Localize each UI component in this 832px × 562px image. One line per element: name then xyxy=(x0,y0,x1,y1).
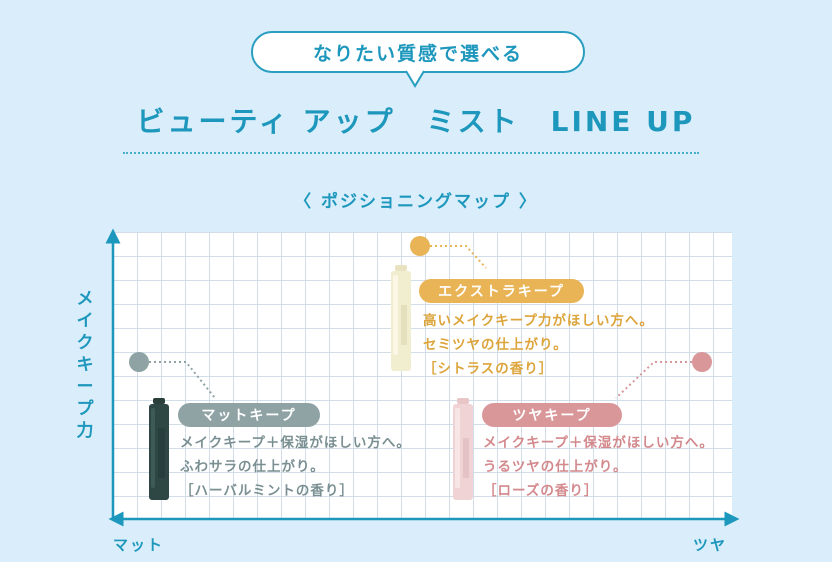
matte-keep-bottle-image xyxy=(149,398,169,500)
extra-keep-line-3: ［シトラスの香り］ xyxy=(423,361,554,377)
y-axis-label: メイクキープ力 xyxy=(76,289,94,441)
glossy-keep-line-3: ［ローズの香り］ xyxy=(483,483,599,499)
positioning-grid xyxy=(113,232,732,519)
extra-keep-marker xyxy=(410,236,430,256)
glossy-keep-line-1: メイクキープ＋保湿がほしい方へ。 xyxy=(483,435,714,451)
glossy-keep-bottle-image xyxy=(453,398,473,500)
glossy-keep-label: ツヤキープ xyxy=(482,403,622,427)
matte-keep-label: マットキープ xyxy=(178,403,320,427)
header-bubble-text: なりたい質感で選べる xyxy=(312,42,523,65)
glossy-keep-description: メイクキープ＋保湿がほしい方へ。 うるツヤの仕上がり。 ［ローズの香り］ xyxy=(483,431,714,503)
glossy-keep-marker xyxy=(692,352,712,372)
leader-matte-keep xyxy=(149,361,216,399)
matte-keep-line-1: メイクキープ＋保湿がほしい方へ。 xyxy=(180,435,411,451)
extra-keep-bottle-image xyxy=(391,265,411,371)
glossy-keep-line-2: うるツヤの仕上がり。 xyxy=(483,459,628,475)
title-divider xyxy=(123,152,699,154)
x-axis-label-glossy: ツヤ xyxy=(693,536,728,554)
leader-extra-keep xyxy=(430,245,487,269)
extra-keep-line-2: セミツヤの仕上がり。 xyxy=(423,337,568,353)
extra-keep-label: エクストラキープ xyxy=(419,279,584,303)
matte-keep-line-3: ［ハーバルミントの香り］ xyxy=(180,483,354,499)
bubble-tail xyxy=(406,70,424,88)
matte-keep-description: メイクキープ＋保湿がほしい方へ。 ふわサラの仕上がり。 ［ハーバルミントの香り］ xyxy=(180,431,411,503)
x-axis-label-matte: マット xyxy=(113,536,165,554)
extra-keep-description: 高いメイクキープ力がほしい方へ。 セミツヤの仕上がり。 ［シトラスの香り］ xyxy=(423,309,654,381)
map-subtitle: 〈 ポジショニングマップ 〉 xyxy=(294,192,538,212)
matte-keep-marker xyxy=(129,352,149,372)
extra-keep-line-1: 高いメイクキープ力がほしい方へ。 xyxy=(423,313,654,329)
page-title: ビューティ アップ ミスト LINE UP xyxy=(136,105,696,138)
header-bubble: なりたい質感で選べる xyxy=(251,31,585,73)
matte-keep-line-2: ふわサラの仕上がり。 xyxy=(180,459,325,475)
